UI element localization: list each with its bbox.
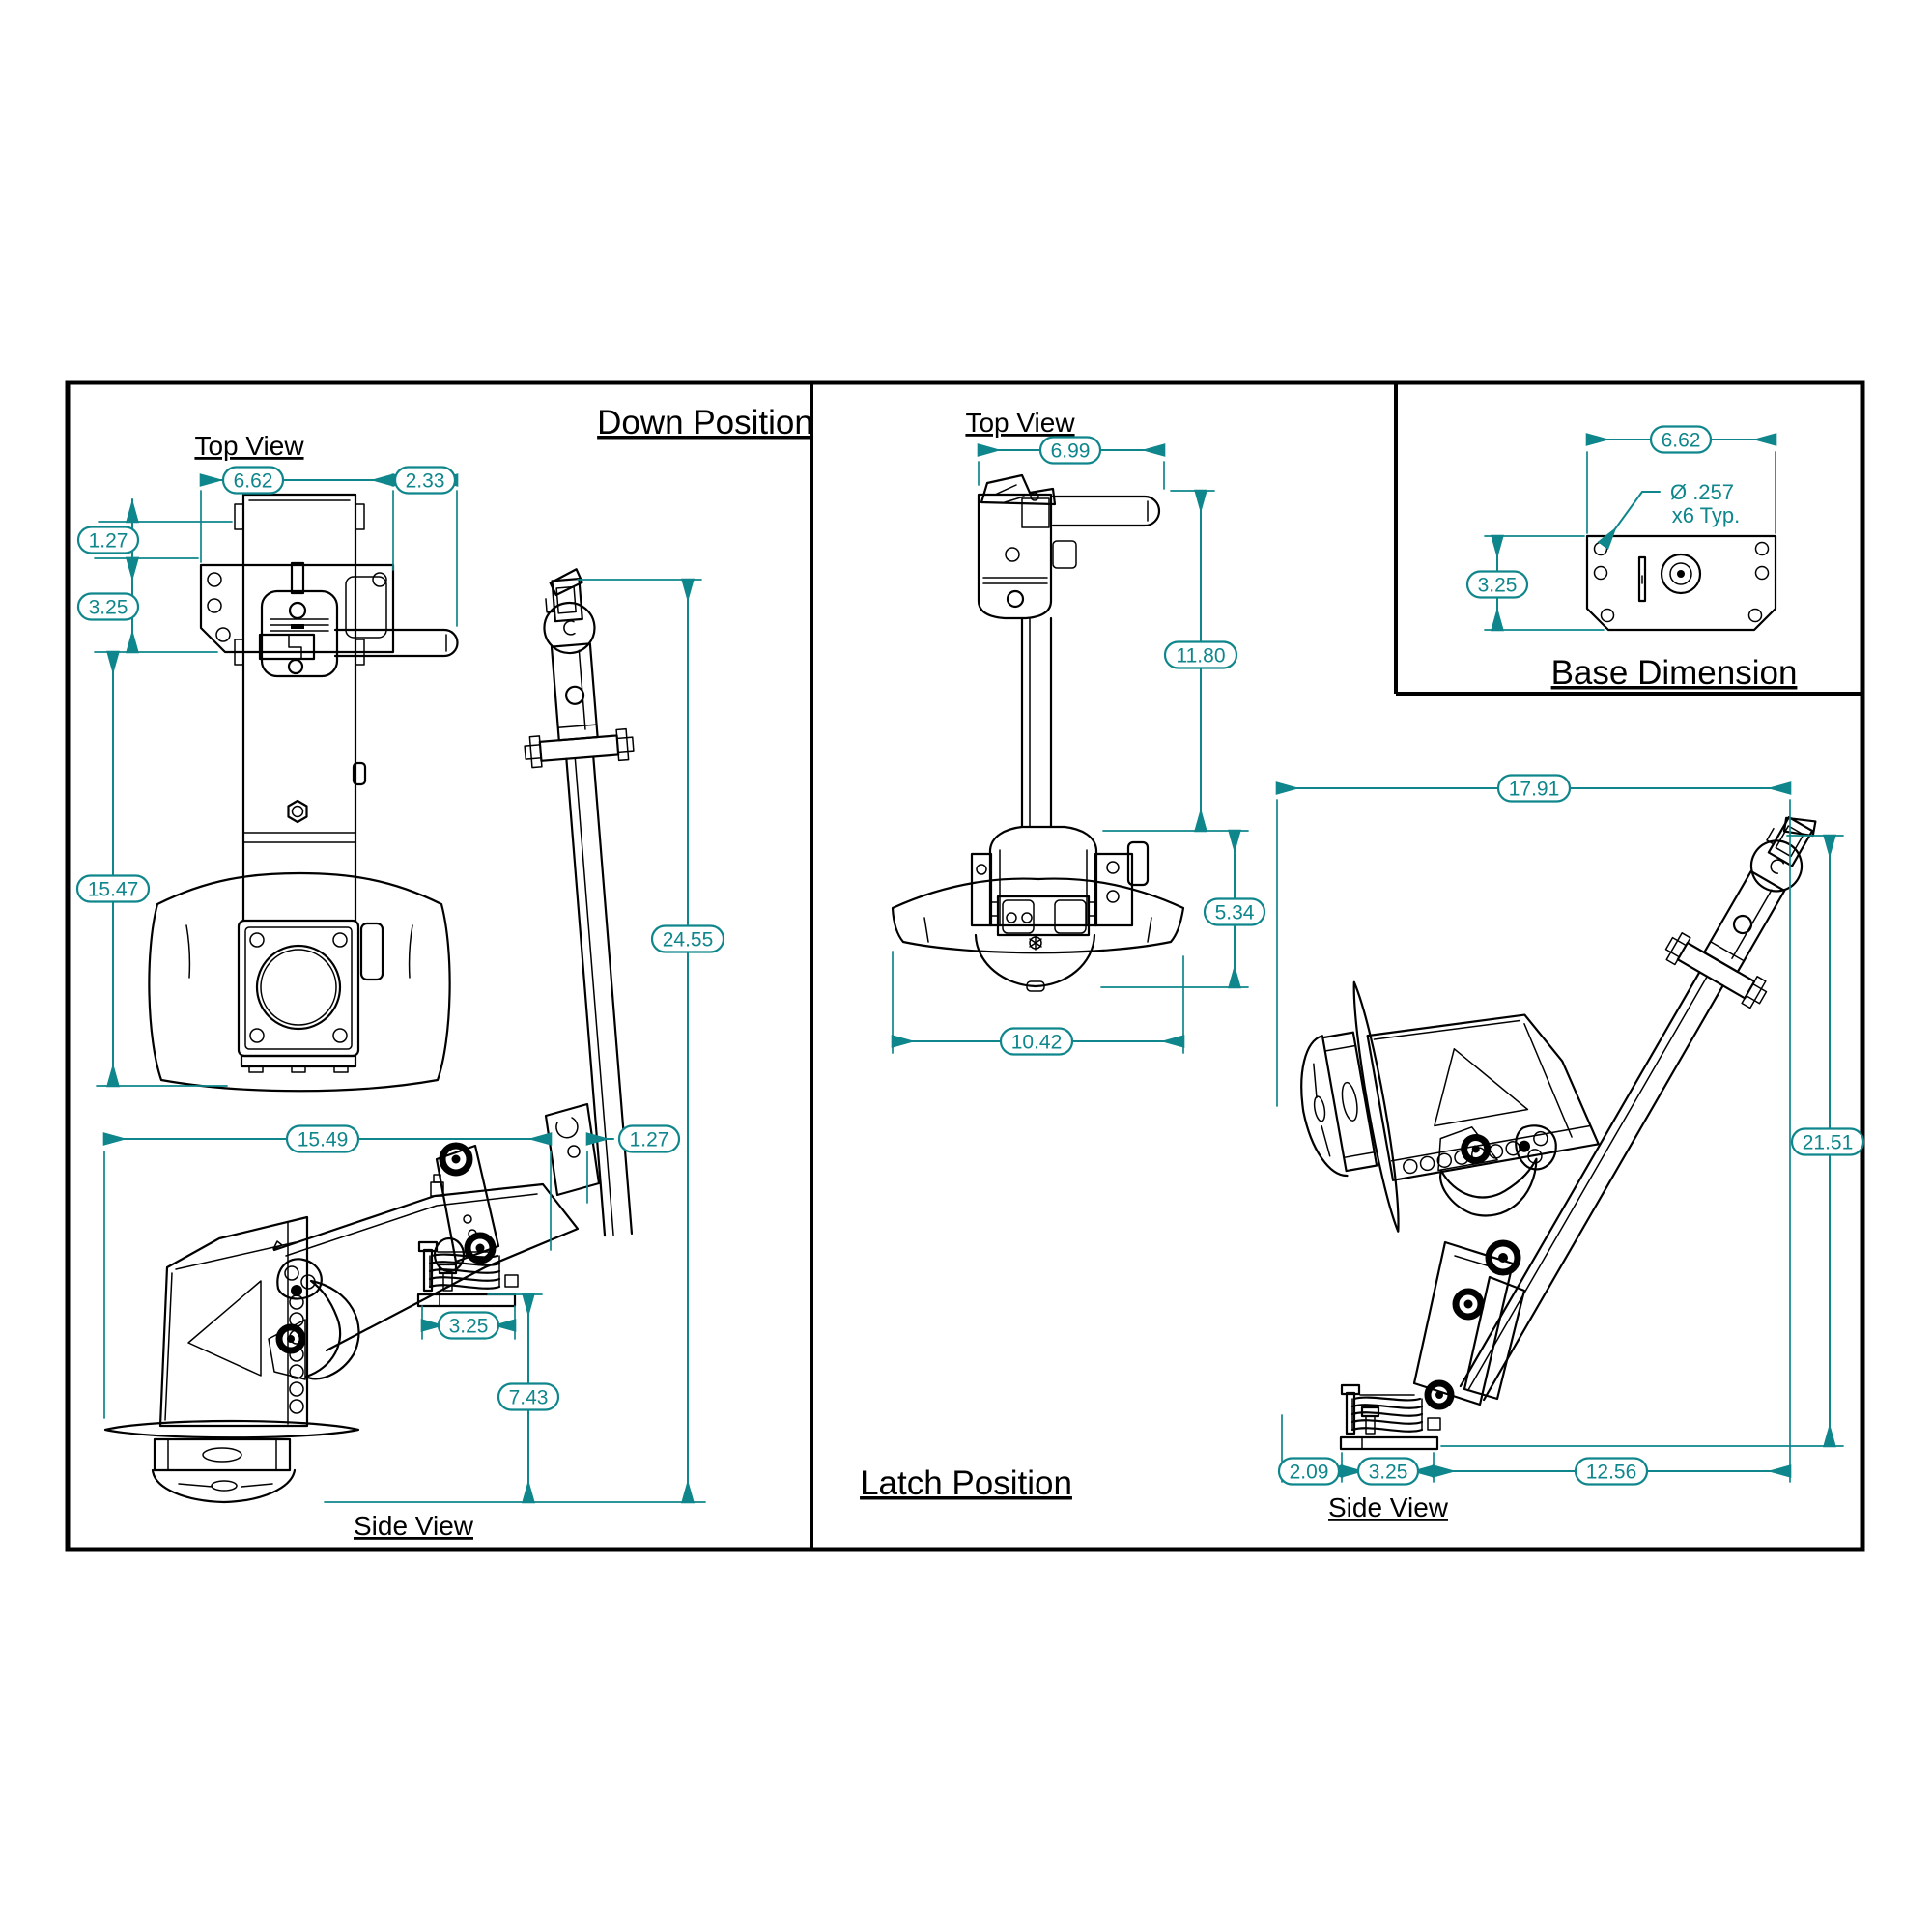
dim-plate-width: 6.62 [234,470,273,493]
hole-diameter-note-line1: Ø .257 [1670,480,1734,504]
down-top-view-label: Top View [194,431,304,461]
latch-side-view-dimensions: 17.91 21.51 2.09 3.25 12.56 [1275,774,1865,1486]
down-side-view-label: Side View [354,1511,474,1541]
latch-top-view-dimensions: 6.99 11.80 5.34 10.42 [891,436,1266,1056]
base-dimension-title: Base Dimension [1551,654,1798,692]
dim-foot-width-down: 3.25 [449,1316,489,1338]
dim-horizontal-reach: 15.49 [298,1129,349,1151]
hole-diameter-note-line2: x6 Typ. [1672,503,1741,527]
dim-pole-offset: 1.27 [630,1129,669,1151]
dim-overall-height-latch: 21.51 [1803,1132,1854,1154]
dim-handle-extension: 2.33 [406,470,445,493]
base-dimension-dimensions: 6.62 3.25 Ø .257 x6 Typ. [1465,425,1777,632]
drawing-frame [65,380,1865,1552]
dim-body-length: 15.47 [88,879,139,901]
latch-top-view-drawing [891,473,1185,992]
dim-wing-span: 10.42 [1011,1032,1063,1054]
down-side-view-drawing [105,564,673,1502]
down-top-view-dimensions: 6.62 2.33 1.27 3.25 15.47 [75,466,459,1088]
base-dimension-drawing [1585,534,1777,632]
down-position-title: Down Position [597,404,813,441]
dim-base-plate-width: 6.62 [1662,430,1701,452]
down-top-view-drawing [148,493,459,1093]
dim-top-offset: 1.27 [89,530,128,553]
dim-base-plate-height: 3.25 [1478,575,1518,597]
dim-horizontal-span: 17.91 [1509,779,1560,801]
dim-overall-height-down: 24.55 [663,929,714,952]
dim-plate-height: 3.25 [89,597,128,619]
latch-side-view-label: Side View [1328,1492,1449,1522]
down-side-view-dimensions: 15.49 1.27 24.55 3.25 7.43 [102,578,725,1504]
dim-base-length: 5.34 [1215,902,1255,924]
dim-base-height: 7.43 [509,1387,549,1409]
latch-top-view-label: Top View [965,408,1075,438]
dim-foot-width-latch: 3.25 [1369,1462,1408,1484]
dim-rear-offset: 2.09 [1290,1462,1329,1484]
dim-forward-reach: 12.56 [1586,1462,1637,1484]
dim-head-width: 6.99 [1051,440,1091,463]
dim-upper-length: 11.80 [1177,645,1226,668]
latch-side-view-drawing [1283,787,1854,1451]
latch-position-title: Latch Position [860,1464,1072,1502]
